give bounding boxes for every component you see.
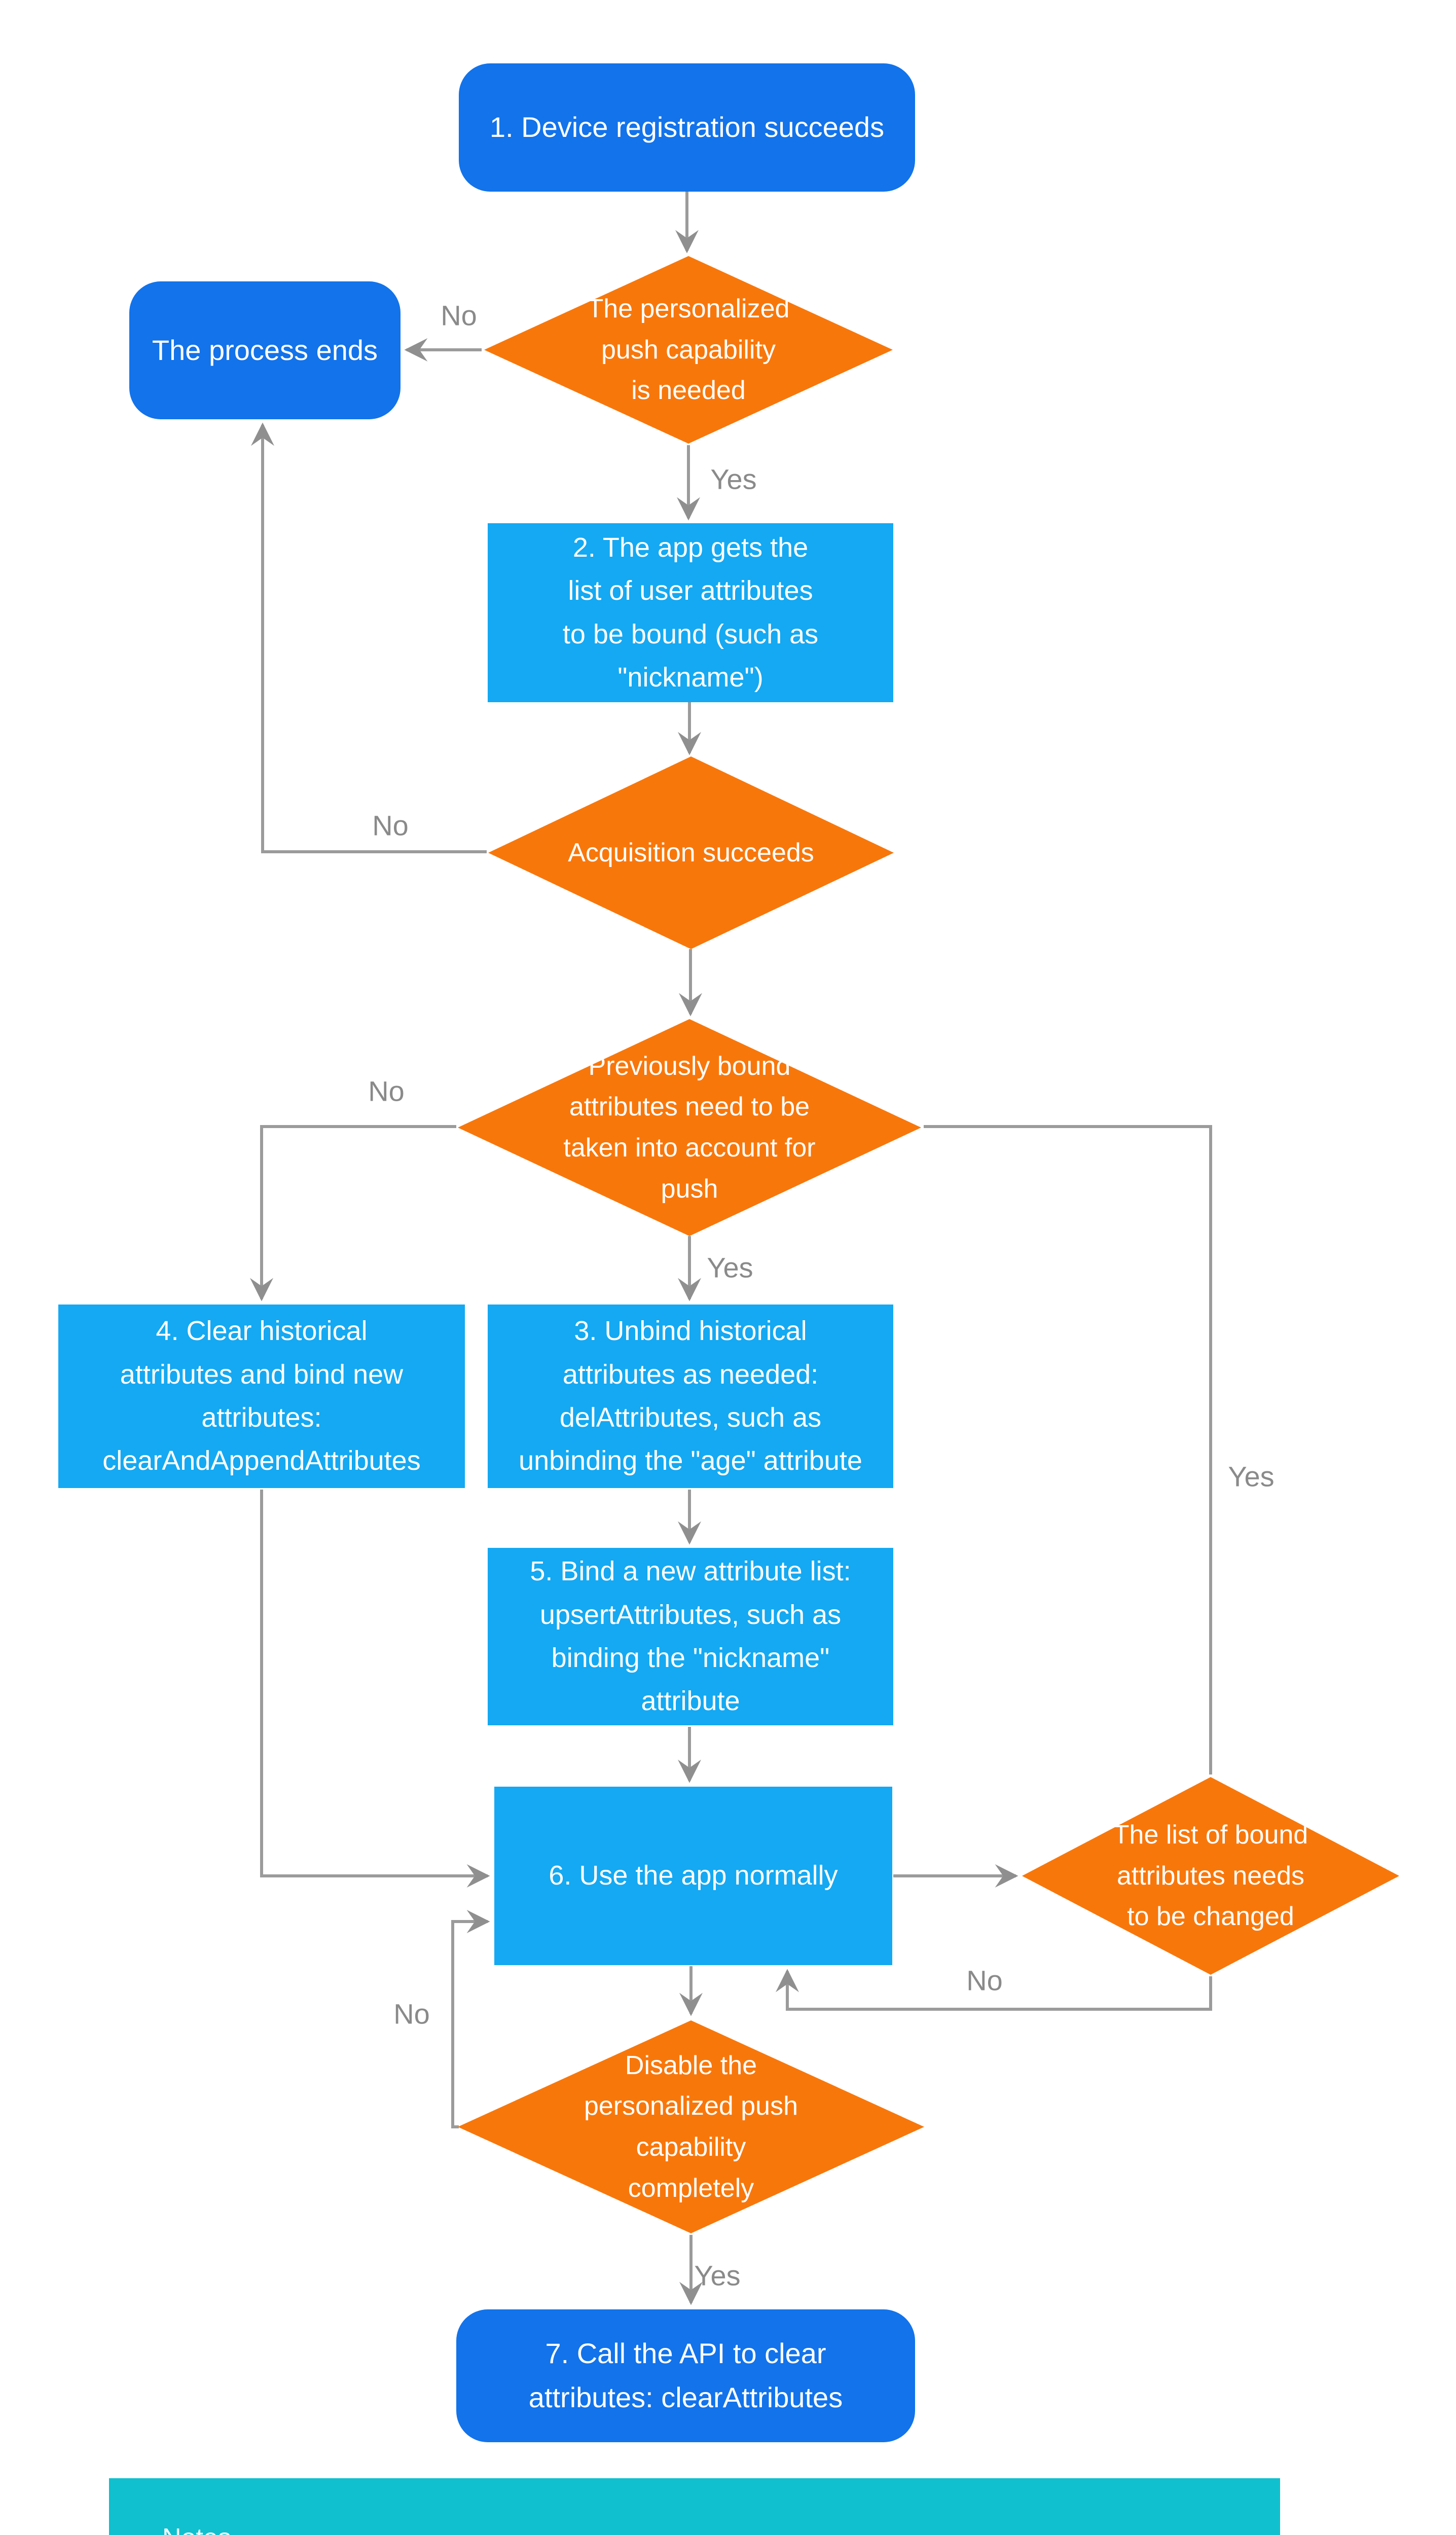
label-d3-yes: Yes xyxy=(707,1251,753,1284)
node-step3-unbind-historical: 3. Unbind historical attributes as neede… xyxy=(488,1305,893,1488)
node-step7-clear-attributes: 7. Call the API to clear attributes: cle… xyxy=(456,2309,915,2442)
node-step2-get-attribute-list: 2. The app gets the list of user attribu… xyxy=(488,523,893,702)
edge-d5-no-back-to-step6 xyxy=(451,1910,490,2128)
edge-d3-no-to-step4 xyxy=(250,1125,456,1301)
edge-d4-yes-up-to-d3 xyxy=(924,1125,1212,1774)
node-process-ends: The process ends xyxy=(129,281,401,419)
notes-title: Notes xyxy=(162,2523,1224,2535)
node-step6-use-app: 6. Use the app normally xyxy=(494,1787,892,1965)
notes-panel: Notes Supported user attributes need to … xyxy=(109,2478,1280,2535)
label-d4-yes-loop: Yes xyxy=(1228,1460,1275,1493)
node-step5-bind-new-list: 5. Bind a new attribute list: upsertAttr… xyxy=(488,1548,893,1725)
edge-d4-no-back-to-step6 xyxy=(776,1969,1212,2011)
label-d2-no: No xyxy=(372,809,409,842)
label-d1-no: No xyxy=(441,299,477,332)
label-d3-no: No xyxy=(368,1075,405,1107)
node-start: 1. Device registration succeeds xyxy=(459,63,915,192)
label-d1-yes: Yes xyxy=(710,463,757,495)
label-d5-yes: Yes xyxy=(694,2259,741,2292)
edge-step4-to-step6 xyxy=(260,1490,490,1888)
edge-d2-no-to-end xyxy=(251,422,487,853)
node-step4-clear-and-append: 4. Clear historical attributes and bind … xyxy=(58,1305,465,1488)
label-d4-no: No xyxy=(966,1964,1003,1997)
label-d5-no: No xyxy=(393,1998,430,2030)
